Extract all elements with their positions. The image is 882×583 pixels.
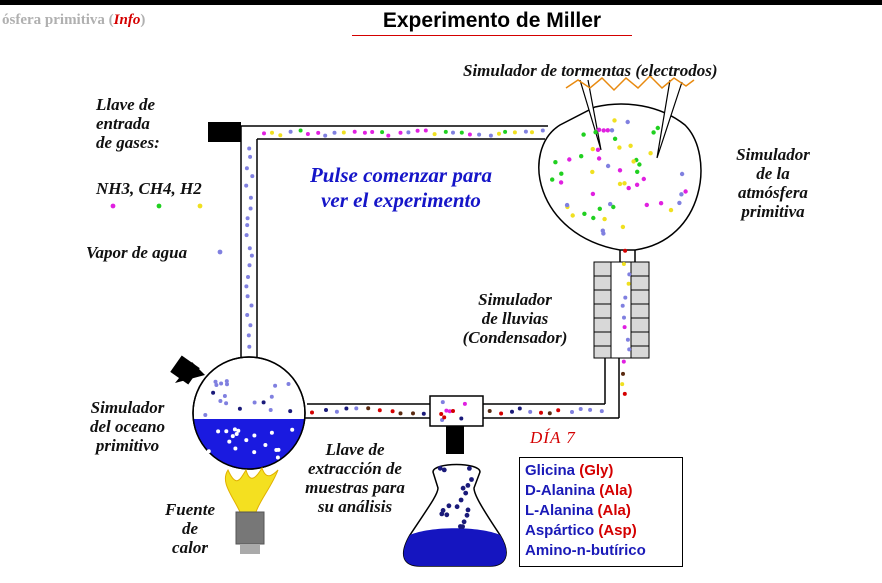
page-title: Experimento de Miller [352,9,632,36]
water-vapor-label: Vapor de agua [86,243,188,262]
nh3-dot [110,203,116,209]
day-counter: DÍA 7 [530,428,576,447]
extraction-valve[interactable] [429,395,484,427]
amino-acid-item: Amino-n-butírico [525,542,646,559]
collection-liquid [403,528,507,566]
amino-acid-item: Glicina (Gly) [525,462,614,479]
gas-valve[interactable] [208,122,241,142]
ch4-dot [156,203,162,209]
info-link[interactable]: Info [113,12,141,28]
amino-acid-item: D-Alanina (Ala) [525,482,633,499]
burner-base [240,544,260,554]
spark-zigzag [565,74,695,92]
gases-label: NH3, CH4, H2 [96,179,202,198]
water-dot [217,249,223,255]
molecule-particles [203,118,688,529]
amino-acid-item: Aspártico (Asp) [525,522,637,539]
electrode-right [656,79,683,159]
amino-acid-item: L-Alanina (Ala) [525,502,631,519]
atmosphere-flask [538,103,702,251]
h2-dot [197,203,203,209]
storm-label: Simulador de tormentas (electrodos) [463,61,718,80]
flame [224,466,279,513]
burner [235,511,265,545]
top-bar [0,0,882,5]
amino-acid-list: Glicina (Gly) D-Alanina (Ala) L-Alanina … [519,457,683,567]
extraction-nozzle [446,426,464,454]
breadcrumb: ósfera primitiva (Info) [2,12,146,28]
